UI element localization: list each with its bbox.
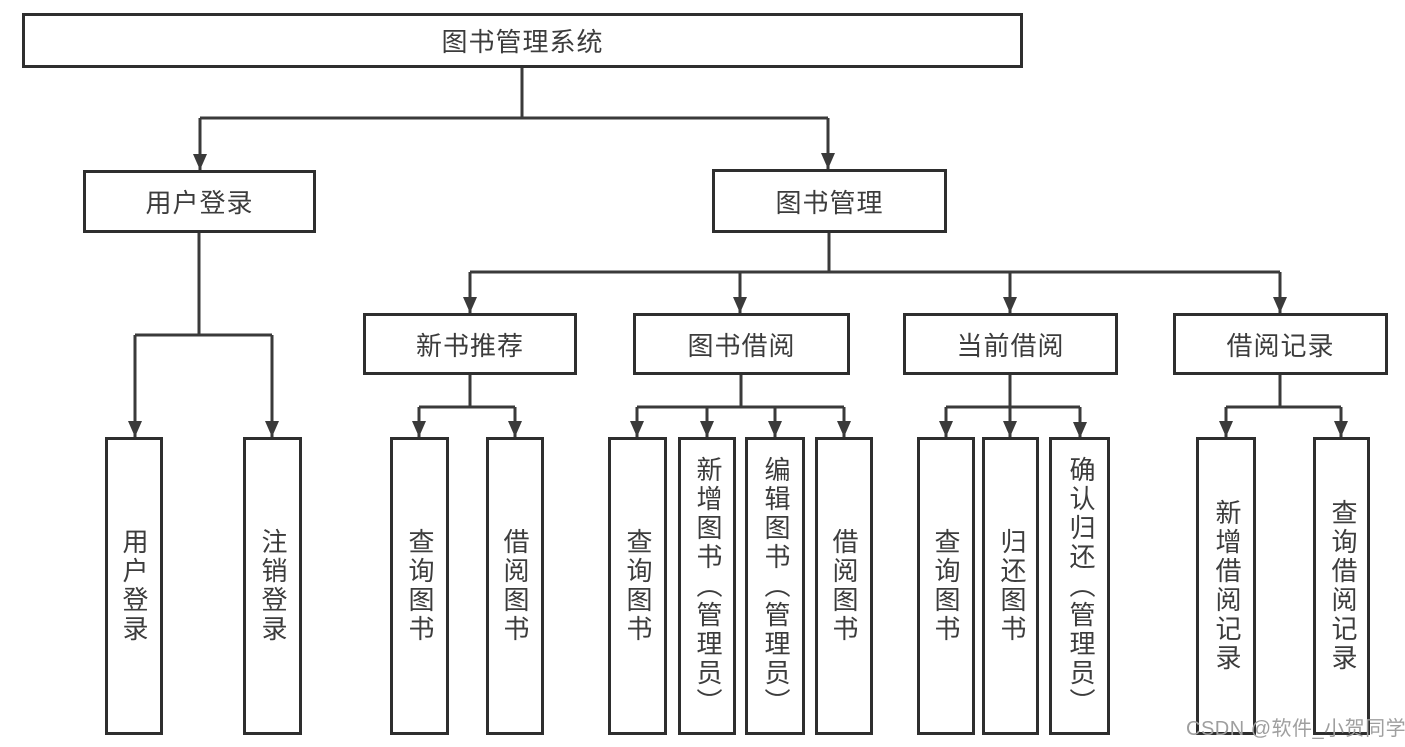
node-current-borrowing: 当前借阅 [903,313,1118,375]
node-user-login: 用户登录 [83,170,316,233]
leaf-newbook-borrow-books: 借阅图书 [486,437,544,735]
leaf-borrowing-edit-books-admin: 编辑图书（管理员） [745,437,805,735]
node-book-borrowing: 图书借阅 [633,313,850,375]
leaf-current-confirm-return-admin: 确认归还（管理员） [1049,437,1110,735]
leaf-borrowing-borrow-books: 借阅图书 [815,437,873,735]
node-book-management: 图书管理 [712,169,947,233]
leaf-newbook-query-books: 查询图书 [390,437,449,735]
plain-connectors [135,68,1341,409]
leaf-records-add-borrow-record: 新增借阅记录 [1196,437,1256,735]
leaf-borrowing-query-books: 查询图书 [608,437,667,735]
leaf-user-login: 用户登录 [105,437,163,735]
csdn-watermark: CSDN @软件_小贺同学 [1186,718,1405,740]
leaf-borrowing-add-books-admin: 新增图书（管理员） [678,437,736,735]
leaf-records-query-borrow-record: 查询借阅记录 [1313,437,1370,735]
leaf-current-query-books: 查询图书 [917,437,975,735]
arrow-connectors [128,118,1348,438]
node-new-book-recommendation: 新书推荐 [363,313,577,375]
node-borrowing-records: 借阅记录 [1173,313,1388,375]
leaf-logout: 注销登录 [243,437,302,735]
leaf-current-return-books: 归还图书 [982,437,1039,735]
node-library-management-system: 图书管理系统 [22,13,1023,68]
